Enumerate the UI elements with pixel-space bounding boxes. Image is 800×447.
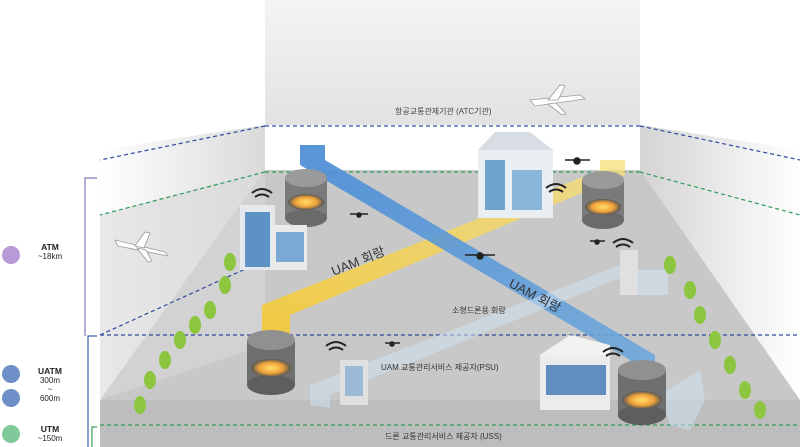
small-drone-corridor [310, 265, 640, 408]
bracket-utm [91, 426, 97, 447]
building-small-2 [620, 250, 668, 295]
vertiport-3 [247, 330, 295, 395]
atc-zone-label: 항공교통관제기관 (ATC기관) [395, 107, 492, 116]
helicopter-icon [2, 246, 20, 264]
helicopter-icon [2, 389, 20, 407]
drone-icon [350, 157, 605, 347]
wifi-icon [251, 183, 634, 357]
uss-zone-label: 드론 교통관리서비스 제공자 (USS) [385, 432, 502, 441]
vertiport-2 [582, 171, 624, 229]
bracket-uatm [87, 335, 97, 447]
legend-utm: UTM~150m [37, 424, 63, 444]
building-psu [540, 335, 610, 410]
drone-icon [2, 425, 20, 443]
small-drone-corridor-label: 소형드론용 회랑 [452, 306, 506, 315]
building-small-1 [340, 360, 368, 405]
vertiport-4 [618, 360, 666, 425]
vertiport-1 [285, 169, 327, 227]
psu-zone-label: UAM 교통관리서비스 제공자(PSU) [381, 363, 499, 372]
legend-atm: ATM~18km [37, 242, 63, 262]
atc-building [478, 132, 553, 218]
trees [134, 253, 766, 419]
airplane-icon [114, 84, 586, 263]
bracket-atm [84, 177, 97, 336]
building-left [240, 205, 307, 270]
air-taxi-icon [2, 365, 20, 383]
uam-corridor-blue [300, 145, 655, 375]
